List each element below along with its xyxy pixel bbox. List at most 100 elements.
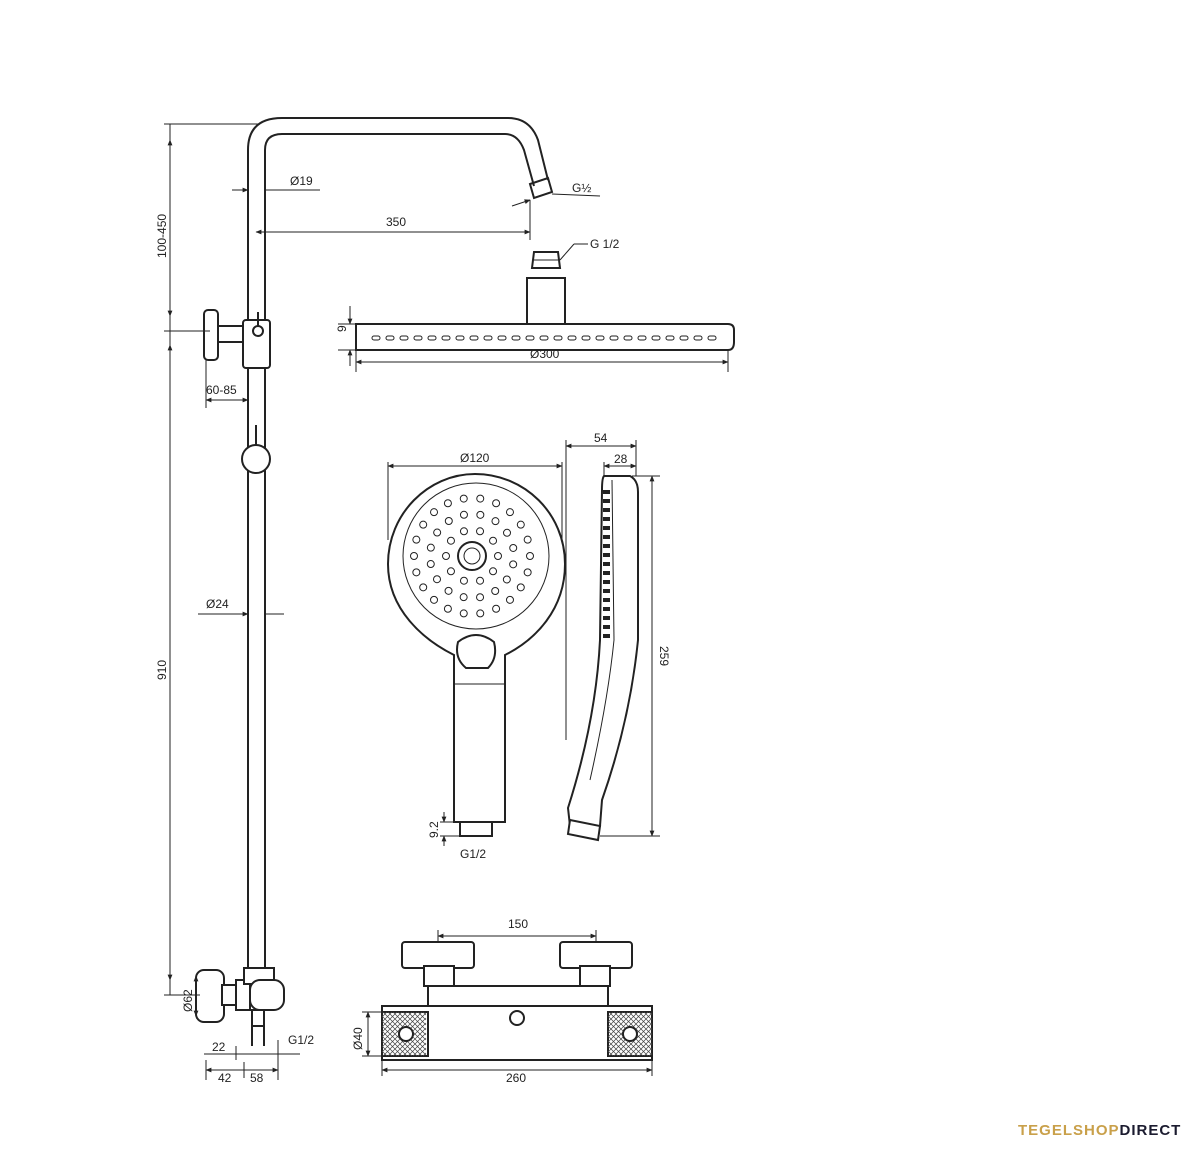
spray-nozzle — [459, 510, 468, 519]
knurl-line — [402, 1032, 427, 1057]
brand-part-2: DIRECT — [1119, 1122, 1182, 1139]
knurl-line — [397, 1011, 427, 1041]
spray-nozzle — [476, 527, 485, 536]
spray-nozzle — [523, 535, 532, 544]
side-nozzle — [603, 634, 610, 638]
spray-nozzle — [509, 543, 518, 552]
nozzle-slot — [623, 335, 633, 341]
spray-nozzle — [446, 536, 455, 545]
dim-hand-connector-height: 9.2 — [427, 821, 441, 838]
knurl-line — [628, 1011, 653, 1036]
knurl-line — [607, 1011, 624, 1028]
knurl-line — [638, 1011, 653, 1026]
dim-head-thickness: 9 — [335, 325, 349, 332]
knurl-line — [381, 1045, 393, 1057]
knurl-line — [381, 1025, 413, 1057]
spray-nozzle — [433, 528, 442, 537]
hand-shower-front — [386, 472, 567, 837]
knurl-line — [623, 1011, 653, 1041]
nozzle-slot — [399, 335, 409, 341]
nozzle-slot — [553, 335, 563, 341]
spray-nozzle — [410, 552, 418, 560]
knurl-line — [633, 1037, 653, 1057]
spray-nozzle — [492, 604, 501, 613]
spray-nozzle — [526, 552, 534, 560]
thermostat-mixer — [381, 941, 653, 1061]
hand-shower-nozzles — [410, 494, 534, 618]
side-nozzle — [603, 607, 610, 611]
spray-nozzle — [489, 536, 498, 545]
spray-nozzle — [489, 567, 498, 576]
nozzle-slot — [707, 335, 717, 341]
head-shower — [355, 251, 735, 351]
dim-head-inlet: G 1/2 — [590, 237, 620, 251]
nozzle-slot — [567, 335, 577, 341]
knurl-line — [607, 1030, 634, 1057]
knurl-line — [402, 1011, 427, 1036]
spray-nozzle — [476, 593, 485, 602]
spray-nozzle — [505, 508, 514, 517]
spray-nozzle — [459, 593, 468, 602]
knurl-line — [607, 1011, 614, 1018]
dim-height-range: 100-450 — [155, 214, 169, 258]
knurl-line — [607, 1011, 629, 1033]
dim-head-diameter: Ø300 — [530, 347, 560, 361]
knurl-line — [407, 1037, 427, 1057]
nozzle-slot — [497, 335, 507, 341]
side-nozzle — [603, 544, 610, 548]
side-nozzle — [603, 571, 610, 575]
mixer-knob — [195, 969, 225, 1023]
nozzle-slot — [371, 335, 381, 341]
spray-nozzle — [459, 609, 468, 618]
head-shower-nozzles — [371, 335, 717, 341]
dim-rail-height: 910 — [155, 660, 169, 680]
dim-thermo-center: 150 — [508, 917, 528, 931]
knurl-line — [607, 1050, 614, 1057]
knurl-line — [607, 1011, 639, 1043]
spray-nozzle — [430, 595, 439, 604]
spray-nozzle — [476, 609, 485, 618]
knurl-line — [381, 1040, 398, 1057]
side-nozzle — [603, 508, 610, 512]
knurl-line — [638, 1042, 653, 1057]
side-nozzle — [603, 562, 610, 566]
side-nozzle — [603, 553, 610, 557]
spray-nozzle — [503, 528, 512, 537]
spray-nozzle — [442, 552, 450, 560]
nozzle-slot — [455, 335, 465, 341]
knurl-line — [417, 1011, 427, 1021]
knurl-line — [381, 1011, 413, 1043]
knurl-line — [648, 1011, 653, 1016]
side-nozzle — [603, 598, 610, 602]
spray-nozzle — [459, 494, 468, 503]
knurl-line — [607, 1025, 639, 1057]
dim-arm-thread: G½ — [572, 181, 591, 195]
brand-logo: TEGELSHOPDIRECT — [1018, 1122, 1181, 1139]
nozzle-slot — [413, 335, 423, 341]
spray-nozzle — [459, 527, 468, 536]
knurl-line — [422, 1052, 427, 1057]
dim-hand-side-depth: 54 — [594, 431, 608, 445]
spray-nozzle — [494, 552, 502, 560]
knurl-line — [397, 1027, 427, 1057]
spray-nozzle — [446, 567, 455, 576]
column-dimensions — [164, 123, 601, 1080]
spray-nozzle — [426, 543, 435, 552]
knurl-line — [381, 1011, 398, 1028]
knurl-line — [381, 1011, 393, 1023]
nozzle-slot — [679, 335, 689, 341]
nozzle-slot — [539, 335, 549, 341]
nozzle-slot — [651, 335, 661, 341]
knurl-line — [623, 1027, 653, 1057]
slider-ball — [241, 444, 271, 474]
knurl-line — [633, 1011, 653, 1031]
nozzle-slot — [427, 335, 437, 341]
nozzle-slot — [483, 335, 493, 341]
knurl-line — [648, 1052, 653, 1057]
nozzle-slot — [441, 335, 451, 341]
side-nozzle — [603, 490, 610, 494]
side-nozzle — [603, 499, 610, 503]
hand-shower-front-dimensions — [387, 462, 563, 846]
right-handle — [559, 941, 633, 969]
